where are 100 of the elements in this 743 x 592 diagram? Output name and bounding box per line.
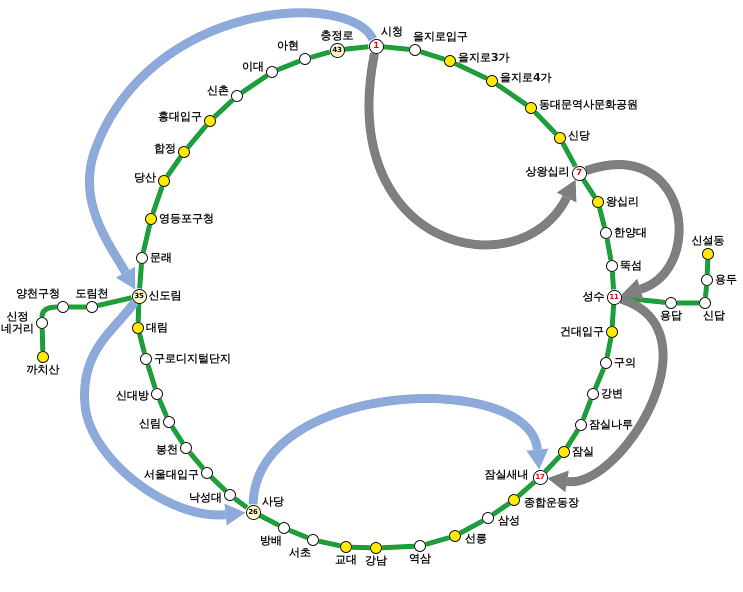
route-line [157,398,169,418]
station-name: 잠실 [572,446,594,458]
station-name: 낙성대 [189,492,222,504]
station-name: 역삼 [409,553,431,565]
station-name: 한양대 [614,227,647,239]
station-icon [158,175,170,187]
route-line [383,44,410,52]
station-icon [600,227,612,239]
station-name: 사당 [262,496,284,508]
station-icon [414,540,426,552]
route-line [165,155,183,178]
route-line [170,426,185,444]
station-icon [140,353,152,365]
route-line [491,501,511,517]
curved-arrow [85,8,376,290]
route-line [210,475,228,493]
station-icon [575,419,587,431]
station-name: 잠실새내 [484,469,528,481]
station-name: 용두 [715,274,737,286]
curved-arrow [585,160,684,300]
route-line [258,513,280,528]
station-name: 신촌 [207,85,229,97]
station-icon [201,467,213,479]
station-icon [592,196,604,208]
station-icon [307,534,319,546]
station-icon [558,446,570,458]
station-icon [299,53,311,65]
station-icon [409,44,421,56]
route-line [240,73,269,95]
route-line [581,178,597,198]
station-name: 서울대입구 [144,469,199,481]
route-line [454,61,488,81]
route-line [212,98,234,119]
station-name: 아현 [277,40,299,52]
route-line [69,304,86,310]
station-icon [370,542,382,554]
station-icon [178,146,190,158]
station-icon [606,260,618,272]
station-name: 구의 [614,357,636,369]
station-icon [702,248,714,260]
route-line [677,300,699,306]
route-line [188,451,206,470]
station-name: 을지로입구 [413,31,468,43]
station-name: 신정 네거리 [1,311,34,335]
station-icon [86,301,98,313]
station-name: 성수 [582,291,604,303]
station-name: 시청 [381,26,403,38]
station-icon [231,90,243,102]
station-icon [278,522,290,534]
route-line [136,303,142,322]
station-name: 건대입구 [560,326,604,338]
station-name: 합정 [154,143,176,155]
route-line [610,304,616,326]
station-name: 신답 [703,310,725,322]
station-name: 잠실나루 [589,419,633,431]
station-name: 용답 [660,310,682,322]
station-marker: 1 [368,38,384,54]
station-icon [587,388,599,400]
station-name: 양천구청 [16,288,60,300]
station-icon [132,322,144,334]
curved-arrow [80,299,246,526]
route-line [40,328,46,352]
station-icon [482,512,494,524]
station-name: 홍대입구 [158,111,202,123]
station-name: 뚝섬 [620,260,642,272]
station-icon [486,75,498,87]
station-marker: 7 [572,166,586,180]
station-name: 교대 [335,554,357,566]
station-icon [444,55,456,67]
station-icon [665,297,677,309]
station-name: 영등포구청 [159,213,214,225]
station-name: 신설동 [692,235,724,247]
route-line [310,50,330,60]
station-name: 종합운동장 [524,497,579,509]
route-line [145,364,158,390]
station-icon [180,442,192,454]
station-name: 당산 [134,172,156,184]
route-line [516,480,536,498]
station-icon [606,326,618,338]
route-line [137,264,144,289]
station-name: 까치산 [26,364,60,376]
route-line [137,333,147,354]
route-line [565,428,580,448]
route-line [288,528,308,540]
station-name: 선릉 [465,533,487,545]
route-line [344,44,369,52]
route-line [420,49,446,62]
route-line [352,544,370,550]
route-line [704,260,710,274]
route-line [140,224,152,253]
route-line [186,124,208,149]
station-name: 구로디지털단지 [154,353,231,365]
station-icon [57,301,69,313]
station-name: 봉천 [156,444,178,456]
route-line [580,398,594,420]
station-name: 삼성 [498,515,520,527]
route-line [150,186,164,214]
route-line [703,286,709,298]
route-line [276,58,300,72]
station-icon [145,213,157,225]
